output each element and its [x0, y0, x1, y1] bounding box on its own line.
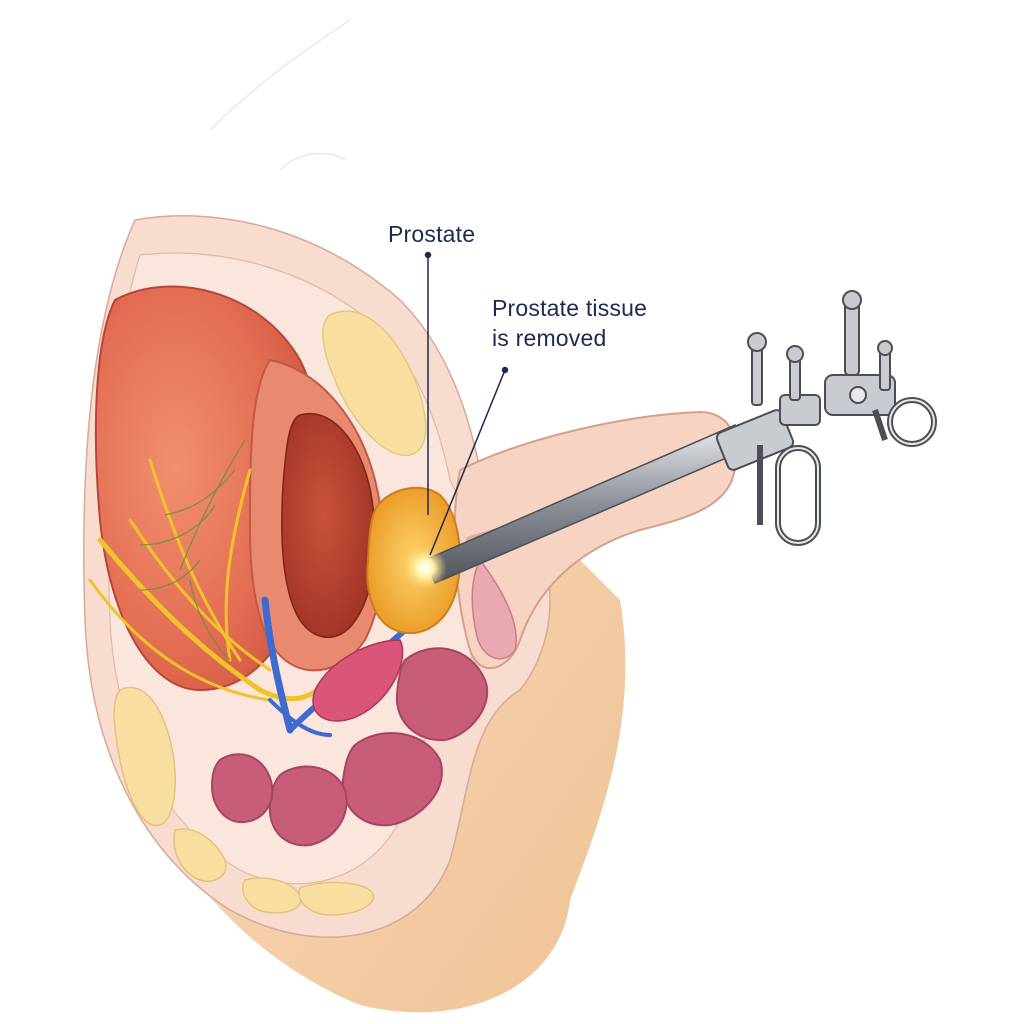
tissue-removed-label-line1: Prostate tissue	[492, 295, 648, 321]
laser-spark-icon	[403, 546, 447, 590]
tissue-removed-label: Prostate tissue is removed	[492, 293, 692, 353]
rectum	[210, 647, 489, 847]
pubic-fat-pad	[322, 310, 427, 457]
corpus-spongiosum	[471, 558, 517, 660]
resectoscope-ring-highlights	[777, 399, 935, 544]
sketch-marks	[209, 19, 351, 171]
seminal-vesicle	[312, 639, 404, 722]
bladder-lumen	[281, 412, 376, 639]
prostate-label: Prostate	[388, 221, 476, 247]
resectoscope-icon	[715, 290, 896, 525]
tissue-removed-label-line2: is removed	[492, 325, 607, 351]
sacral-fat-segments	[113, 686, 375, 916]
label-leaders	[424, 251, 509, 556]
nerve-plexus	[139, 439, 246, 661]
pelvic-nerves	[88, 458, 333, 702]
